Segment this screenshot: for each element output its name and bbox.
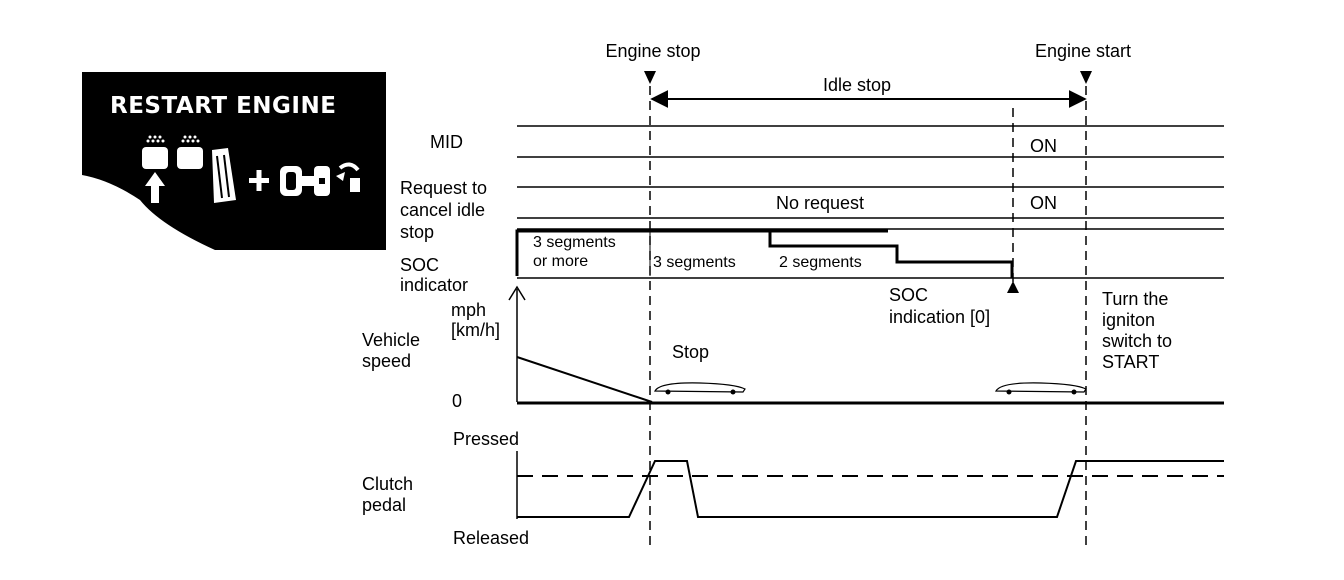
clutch-released-label: Released [453,528,529,548]
stop-label: Stop [672,342,709,362]
soc-seg-a-2: or more [533,253,588,270]
plus-icon [249,170,269,191]
ignition-note-4: START [1102,352,1159,372]
clutch-pedal-icon [177,135,203,169]
soc-row: SOC indicator 3 segments or more 3 segme… [400,228,1224,327]
ignition-note-1: Turn the [1102,289,1168,309]
engine-stop-label: Engine stop [605,41,700,61]
soc-seg-b: 3 segments [653,254,736,271]
speed-label-1: Vehicle [362,330,420,350]
car-icon-restart [994,382,1087,395]
clutch-row: Pressed Released Clutch pedal [362,429,1224,548]
clutch-pedal-trace [517,460,1224,518]
soc-seg-c: 2 segments [779,254,862,271]
request-label-3: stop [400,222,434,242]
soc-seg-a-1: 3 segments [533,234,616,251]
no-request-label: No request [776,193,864,213]
idle-stop-label: Idle stop [823,75,891,95]
speed-label-2: speed [362,351,411,371]
mid-on-label: ON [1030,136,1057,156]
ignition-note-2: igniton [1102,310,1155,330]
restart-engine-display: RESTART ENGINE [82,72,386,250]
clutch-pressed-label: Pressed [453,429,519,449]
soc-note-2: indication [0] [889,307,990,327]
soc-zero-marker [1007,281,1019,293]
engine-start-marker [1080,71,1092,84]
ignition-key-icon [280,162,360,196]
accelerator-pedal-icon [212,148,236,203]
clutch-label-1: Clutch [362,474,413,494]
mid-row-label: MID [430,132,463,152]
soc-level-trace [515,229,1014,278]
soc-note-1: SOC [889,285,928,305]
display-panel-background [82,72,386,250]
mid-row: MID ON [430,125,1224,158]
request-on-label: ON [1030,193,1057,213]
request-label-1: Request to [400,178,487,198]
clutch-label-2: pedal [362,495,406,515]
request-label-2: cancel idle [400,200,485,220]
engine-start-label: Engine start [1035,41,1131,61]
speed-row: mph [km/h] Vehicle speed 0 Stop Turn the… [362,285,1224,411]
soc-label-1: SOC [400,255,439,275]
request-row: Request to cancel idle stop No request O… [400,178,1224,242]
speed-decel-line [516,356,653,403]
brake-pedal-icon [142,135,168,203]
speed-zero-label: 0 [452,391,462,411]
ignition-note-3: switch to [1102,331,1172,351]
engine-stop-marker [644,71,656,84]
speed-unit-2: [km/h] [451,320,500,340]
soc-label-2: indicator [400,275,468,295]
speed-unit-1: mph [451,300,486,320]
restart-engine-title: RESTART ENGINE [110,93,336,119]
car-icon-stopped [653,382,746,395]
